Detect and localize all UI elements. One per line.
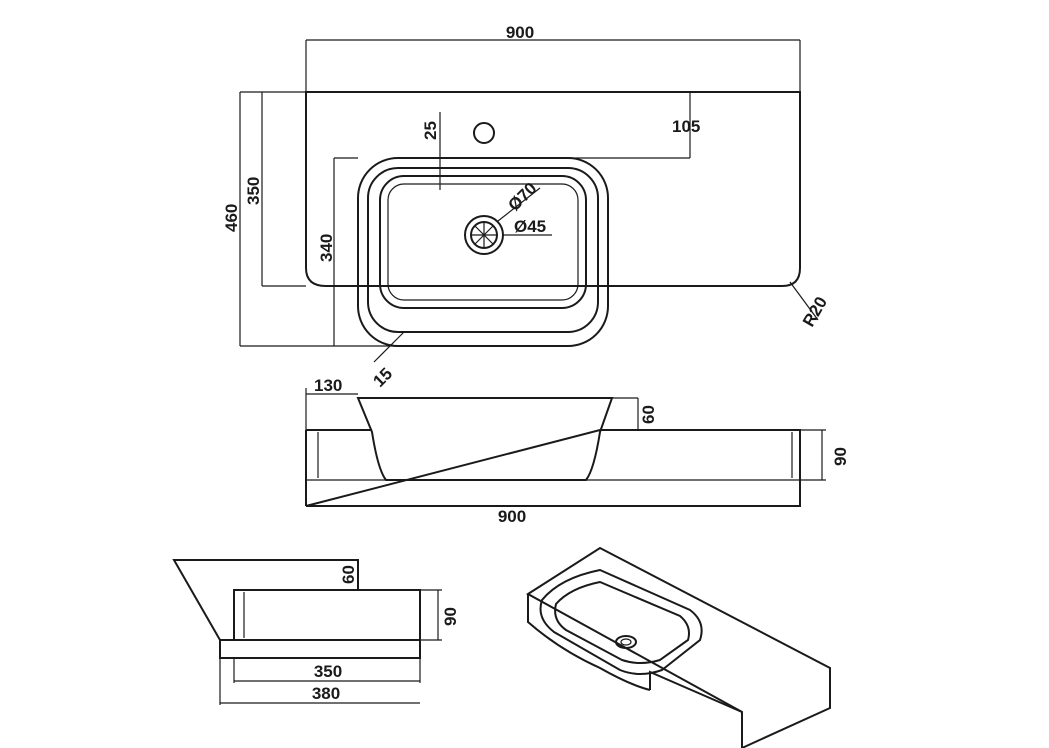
depth-label: 460 (222, 204, 241, 232)
side-slab (233, 589, 421, 641)
front-width-label: 900 (498, 507, 526, 526)
corner-radius-label: R20 (799, 293, 831, 330)
side-bowl-height-label: 60 (339, 565, 358, 584)
tap-side-label: 105 (672, 117, 700, 136)
waste-label: Ø45 (514, 217, 546, 236)
iso-bowl-outer (539, 568, 703, 675)
leader-line (497, 187, 541, 222)
front-slab-height-label: 90 (831, 447, 850, 466)
bowl-rim (367, 167, 599, 333)
front-bowl-height-label: 60 (639, 405, 658, 424)
iso-waste (615, 635, 637, 649)
bowl-inner (379, 175, 587, 309)
side-base (219, 639, 421, 659)
iso-front-edge (527, 594, 651, 691)
isometric-view (526, 546, 831, 748)
top-width-label: 900 (506, 23, 534, 42)
side-view: 60 90 350 380 (172, 559, 460, 705)
iso-step (649, 670, 743, 713)
tap-offset-label: 25 (421, 121, 440, 140)
front-bowl-offset-label: 130 (314, 376, 342, 395)
iso-waste-inner (620, 638, 632, 646)
leader-line (373, 331, 405, 363)
front-view: 130 60 90 900 (305, 376, 850, 526)
side-inner-depth-label: 350 (314, 662, 342, 681)
leader-line (789, 281, 819, 321)
bowl-depth-label: 340 (317, 234, 336, 262)
counter-outline (305, 91, 801, 287)
bowl-offset-label: 350 (244, 177, 263, 205)
side-bowl (172, 559, 359, 641)
iso-bowl-inner (554, 580, 690, 664)
tap-hole (473, 122, 495, 144)
rim-label: 15 (369, 364, 396, 391)
side-slab-height-label: 90 (441, 607, 460, 626)
top-view: 900 Ø70 Ø45 25 105 460 (222, 23, 831, 391)
front-bowl (356, 397, 614, 481)
bowl-outer (357, 157, 609, 347)
waste-cross (474, 225, 494, 245)
side-outer-depth-label: 380 (312, 684, 340, 703)
bowl-basin (387, 183, 579, 301)
